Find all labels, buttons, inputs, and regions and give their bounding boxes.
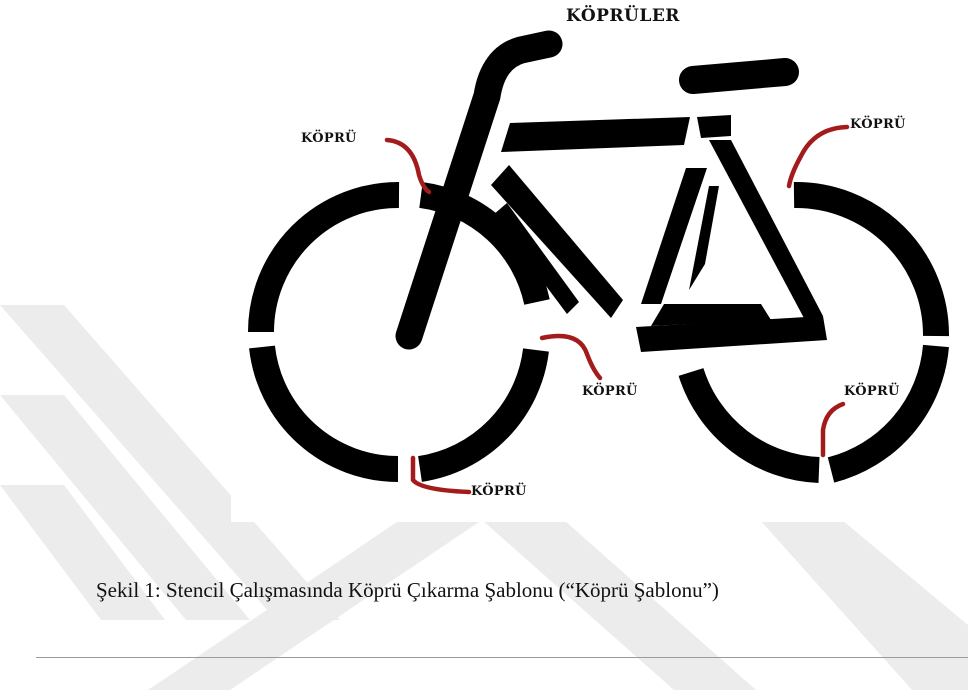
page-divider bbox=[36, 657, 968, 658]
figure-title-label: KÖPRÜLER bbox=[566, 6, 680, 26]
bridge-label-center: KÖPRÜ bbox=[582, 384, 638, 399]
bicycle-stencil-icon bbox=[248, 30, 950, 495]
bridge-label-front-wheel: KÖPRÜ bbox=[471, 484, 527, 499]
bridge-label-handlebar: KÖPRÜ bbox=[301, 131, 357, 146]
figure-caption: Şekil 1: Stencil Çalışmasında Köprü Çıka… bbox=[96, 578, 719, 602]
bridge-label-seat: KÖPRÜ bbox=[850, 117, 906, 132]
figure-panel: KÖPRÜLER KÖPRÜ KÖPRÜ KÖPRÜ KÖPRÜ KÖPRÜ bbox=[231, 0, 968, 522]
bridge-label-rear-wheel: KÖPRÜ bbox=[844, 384, 900, 399]
